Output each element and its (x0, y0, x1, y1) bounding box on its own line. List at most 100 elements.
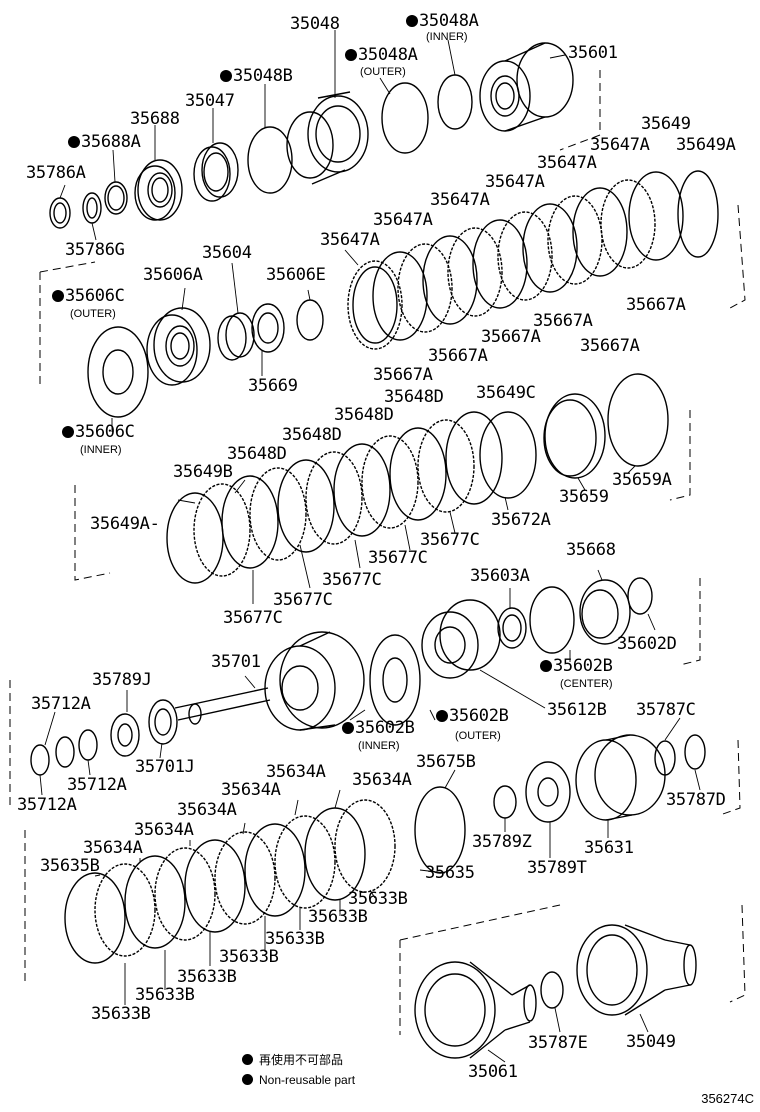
part-label-35634A: 35634A (134, 820, 194, 840)
part-label-35787C: 35787C (636, 700, 696, 720)
part-label-35667A: 35667A (580, 336, 640, 356)
part-label-35606C-inner: 35606C (62, 422, 135, 442)
non-reusable-marker-icon (342, 722, 354, 734)
part-label-35647A: 35647A (320, 230, 380, 250)
part-label-35677C: 35677C (273, 590, 333, 610)
non-reusable-marker-icon (62, 426, 74, 438)
part-label-35633B: 35633B (135, 985, 195, 1005)
row-2-parts (87, 170, 719, 418)
part-label-35647A: 35647A (430, 190, 490, 210)
non-reusable-marker-icon (68, 136, 80, 148)
part-label-35649B: 35649B (173, 462, 233, 482)
part-note-inner: (INNER) (358, 740, 400, 752)
part-label-35047: 35047 (185, 91, 235, 111)
part-label-35787E: 35787E (528, 1033, 588, 1053)
part-note-inner: (INNER) (426, 31, 468, 43)
part-label-35634A: 35634A (83, 838, 143, 858)
part-label-35048A-outer: 35048A (345, 45, 418, 65)
part-label-35647A: 35647A (537, 153, 597, 173)
part-label-35712A: 35712A (31, 694, 91, 714)
part-label-35633B: 35633B (308, 907, 368, 927)
part-label-35648D: 35648D (334, 405, 394, 425)
part-label-35048: 35048 (290, 14, 340, 34)
non-reusable-marker-icon (406, 15, 418, 27)
part-label-35659A: 35659A (612, 470, 672, 490)
part-label-35634A: 35634A (177, 800, 237, 820)
part-label-35602B-center: 35602B (540, 656, 613, 676)
part-label-35712A: 35712A (67, 775, 127, 795)
part-label-35648D: 35648D (227, 444, 287, 464)
part-label-35633B: 35633B (177, 967, 237, 987)
figure-id: 356274C (701, 1091, 754, 1106)
part-label-35667A: 35667A (373, 365, 433, 385)
legend-english: Non-reusable part (242, 1072, 355, 1088)
part-label-35667A: 35667A (626, 295, 686, 315)
non-reusable-marker-icon (242, 1074, 253, 1085)
part-label-35669: 35669 (248, 376, 298, 396)
non-reusable-marker-icon (436, 710, 448, 722)
non-reusable-marker-icon (220, 70, 232, 82)
part-label-35604: 35604 (202, 243, 252, 263)
part-label-35712A: 35712A (17, 795, 77, 815)
leader-lines (39, 30, 701, 1063)
part-label-35048A-inner: 35048A (406, 11, 479, 31)
part-label-35667A: 35667A (428, 346, 488, 366)
part-label-35677C: 35677C (223, 608, 283, 628)
part-label-35659: 35659 (559, 487, 609, 507)
part-label-35633B: 35633B (91, 1004, 151, 1024)
part-label-35649: 35649 (641, 114, 691, 134)
part-label-35606C-outer: 35606C (52, 286, 125, 306)
part-label-35786A: 35786A (26, 163, 86, 183)
group-boundary-lines (9, 70, 746, 1035)
part-label-35648D: 35648D (384, 387, 444, 407)
part-label-35602B-inner: 35602B (342, 718, 415, 738)
part-note-outer: (OUTER) (360, 66, 406, 78)
part-label-35606A: 35606A (143, 265, 203, 285)
part-label-35635: 35635 (425, 863, 475, 883)
row-6-parts (414, 924, 697, 1059)
part-label-35649A: 35649A- (90, 514, 160, 534)
part-label-35061: 35061 (468, 1062, 518, 1082)
part-note-inner: (INNER) (80, 444, 122, 456)
part-label-35648D: 35648D (282, 425, 342, 445)
part-label-35789T: 35789T (527, 858, 587, 878)
part-label-35677C: 35677C (420, 530, 480, 550)
part-label-35647A: 35647A (590, 135, 650, 155)
part-note-outer: (OUTER) (70, 308, 116, 320)
part-label-35672A: 35672A (491, 510, 551, 530)
part-label-35688A: 35688A (68, 132, 141, 152)
part-label-35633B: 35633B (219, 947, 279, 967)
part-label-35647A: 35647A (485, 172, 545, 192)
part-label-35787D: 35787D (666, 790, 726, 810)
part-label-35649C: 35649C (476, 383, 536, 403)
non-reusable-marker-icon (242, 1054, 253, 1065)
part-label-35634A: 35634A (221, 780, 281, 800)
non-reusable-marker-icon (540, 660, 552, 672)
part-label-35631: 35631 (584, 838, 634, 858)
row-5-parts (64, 734, 706, 964)
part-label-35786G: 35786G (65, 240, 125, 260)
non-reusable-marker-icon (345, 49, 357, 61)
part-label-35675B: 35675B (416, 752, 476, 772)
row-4-parts (30, 577, 653, 776)
part-label-35603A: 35603A (470, 566, 530, 586)
non-reusable-marker-icon (52, 290, 64, 302)
part-label-35668: 35668 (566, 540, 616, 560)
part-label-35667A: 35667A (481, 327, 541, 347)
part-label-35634A: 35634A (352, 770, 412, 790)
part-label-35677C: 35677C (368, 548, 428, 568)
legend-japanese: 再使用不可部品 (242, 1052, 343, 1068)
part-label-35049: 35049 (626, 1032, 676, 1052)
part-label-35048B: 35048B (220, 66, 293, 86)
part-label-35647A: 35647A (373, 210, 433, 230)
part-label-35677C: 35677C (322, 570, 382, 590)
part-label-35633B: 35633B (348, 889, 408, 909)
part-label-35633B: 35633B (265, 929, 325, 949)
part-label-35635B: 35635B (40, 856, 100, 876)
part-label-35602D: 35602D (617, 634, 677, 654)
part-label-35667A: 35667A (533, 311, 593, 331)
part-note-center: (CENTER) (560, 678, 613, 690)
part-label-35612B: 35612B (547, 700, 607, 720)
